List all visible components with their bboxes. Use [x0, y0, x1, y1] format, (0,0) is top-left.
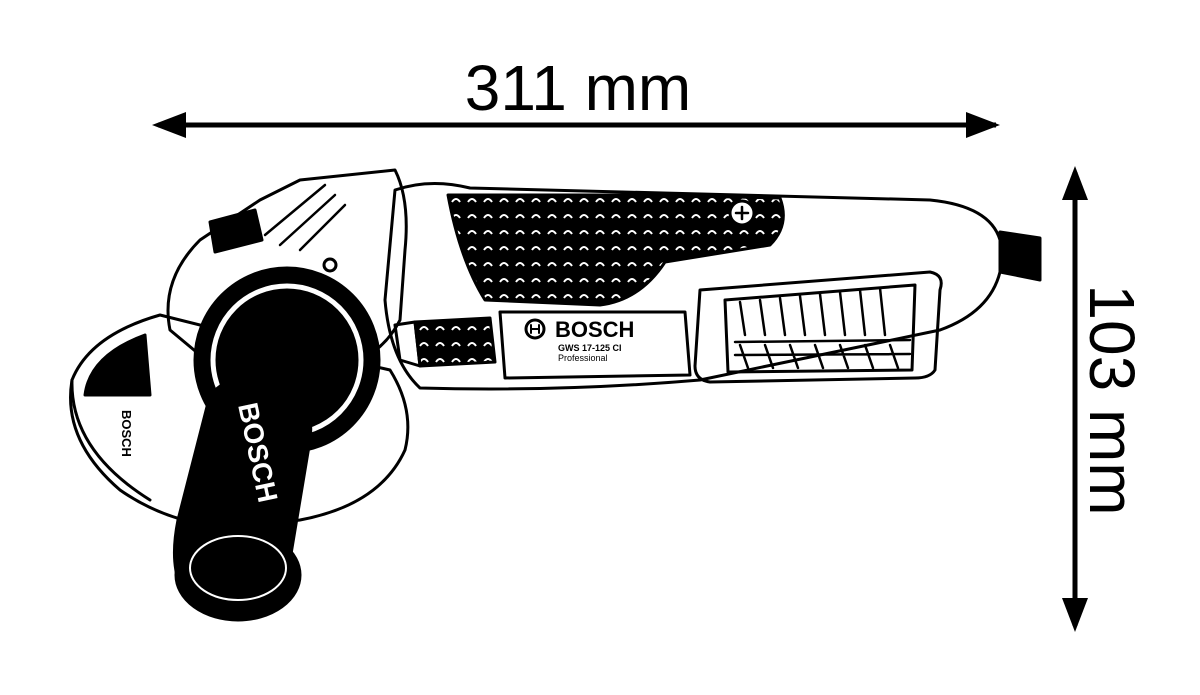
- gear-head-ribs: [263, 183, 347, 252]
- switch-lock: [393, 320, 422, 368]
- nameplate-model: GWS 17-125 CI: [558, 343, 622, 353]
- length-arrowhead-right: [966, 112, 1000, 138]
- power-switch: [413, 316, 497, 368]
- power-cord: [998, 230, 1042, 282]
- length-dimension: 311 mm: [152, 52, 1000, 138]
- length-arrowhead-left: [152, 112, 186, 138]
- nameplate: [498, 310, 692, 380]
- nameplate-brand: BOSCH: [555, 317, 634, 342]
- vent-slots: [733, 286, 912, 370]
- bosch-logo-armature-icon: [530, 324, 540, 334]
- vent-inner: [723, 283, 917, 374]
- motor-housing: [383, 181, 1002, 391]
- disc-guard-inner: [83, 333, 152, 397]
- handle-end-face: [189, 535, 287, 601]
- height-dimension: 103 mm: [1062, 166, 1148, 632]
- length-label: 311 mm: [465, 52, 691, 124]
- disc-edge: [70, 378, 152, 502]
- nameplate-series: Professional: [558, 353, 608, 363]
- height-label: 103 mm: [1076, 284, 1148, 515]
- guard-brand: BOSCH: [119, 410, 134, 457]
- grinder-drawing: [69, 168, 1042, 622]
- height-arrowhead-top: [1062, 166, 1088, 200]
- height-arrowhead-bottom: [1062, 598, 1088, 632]
- bosch-logo-icon: [524, 318, 546, 340]
- grip-zone: [446, 193, 785, 307]
- spindle-lock-button: [208, 208, 264, 254]
- grip-screw-slot-icon: [734, 205, 750, 221]
- vent-frame: [693, 270, 943, 384]
- gear-head-screw-icon: [322, 257, 338, 273]
